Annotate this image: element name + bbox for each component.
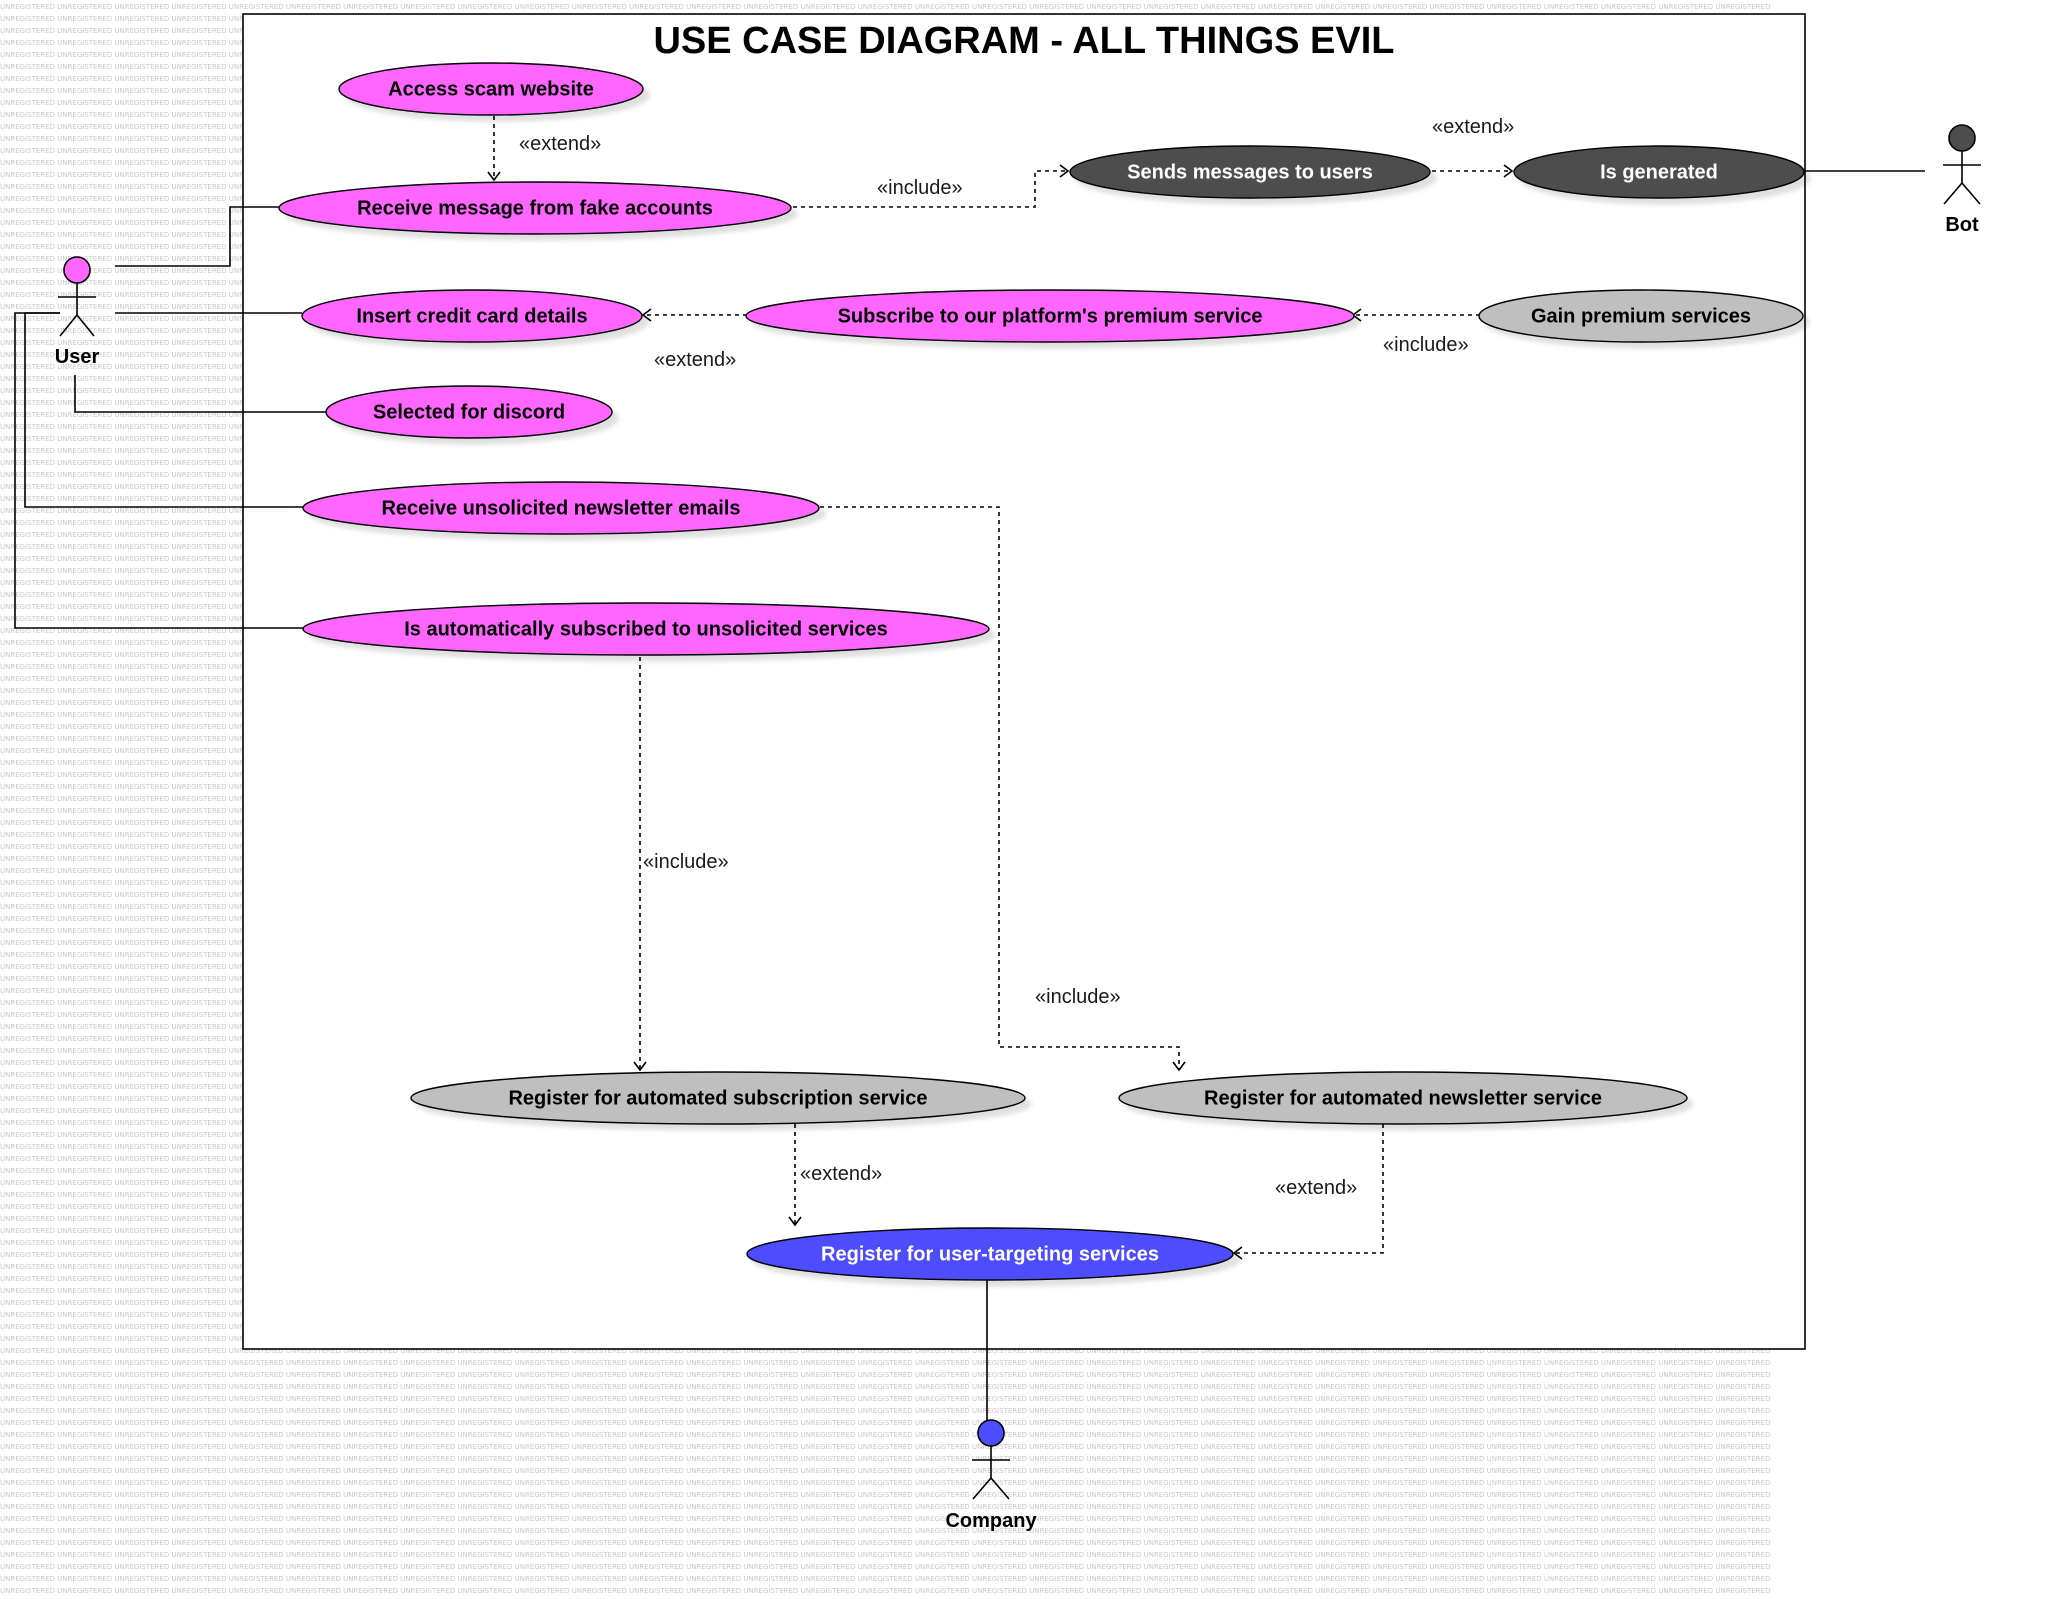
include-label: «include» (1035, 986, 1121, 1008)
actor-label-company: Company (945, 1510, 1037, 1532)
svg-text:UNREGISTERED UNREGISTERED UN: UNREGISTERED UNREGISTERED UNREGISTERED U… (0, 1383, 1770, 1391)
svg-text:UNREGISTERED UNREGISTERED UN: UNREGISTERED UNREGISTERED UNREGISTERED U… (0, 1431, 1770, 1439)
svg-text:Register for automated newslet: Register for automated newsletter servic… (1204, 1087, 1602, 1109)
diagram-title: USE CASE DIAGRAM - ALL THINGS EVIL (653, 20, 1394, 62)
associations (14, 170, 1925, 1420)
svg-text:UNREGISTERED UNREGISTERED UN: UNREGISTERED UNREGISTERED UNREGISTERED U… (0, 1515, 1770, 1523)
svg-text:Insert credit card details: Insert credit card details (356, 305, 587, 327)
bot-head-icon (1948, 124, 1976, 152)
use-case-is-generated[interactable]: Is generated (1513, 145, 1805, 199)
svg-text:UNREGISTERED UNREGISTERED UN: UNREGISTERED UNREGISTERED UNREGISTERED U… (0, 1395, 1770, 1403)
use-case-register-automated-newsletter[interactable]: Register for automated newsletter servic… (1118, 1071, 1688, 1125)
svg-text:UNREGISTERED UNREGISTERED UN: UNREGISTERED UNREGISTERED UNREGISTERED U… (0, 1443, 1770, 1451)
svg-text:UNREGISTERED UNREGISTERED UN: UNREGISTERED UNREGISTERED UNREGISTERED U… (0, 1539, 1770, 1547)
system-boundary (242, 13, 1806, 1350)
actor-label-bot: Bot (1945, 214, 1979, 236)
svg-text:UNREGISTERED UNREGISTERED UN: UNREGISTERED UNREGISTERED UNREGISTERED U… (0, 1563, 1770, 1571)
actor-user[interactable]: User (55, 256, 100, 368)
extend-label: «extend» (1432, 116, 1514, 138)
svg-text:UNREGISTERED UNREGISTERED UN: UNREGISTERED UNREGISTERED UNREGISTERED U… (0, 1527, 1770, 1535)
user-head-icon (63, 256, 91, 284)
use-case-auto-subscribed-unsolicited[interactable]: Is automatically subscribed to unsolicit… (302, 602, 990, 656)
svg-text:Is generated: Is generated (1600, 161, 1718, 183)
actor-bot[interactable]: Bot (1943, 124, 1981, 236)
dependencies (487, 116, 1514, 1260)
svg-text:Is automatically subscribed to: Is automatically subscribed to unsolicit… (404, 618, 888, 640)
svg-text:UNREGISTERED UNREGISTERED UN: UNREGISTERED UNREGISTERED UNREGISTERED U… (0, 1347, 1770, 1355)
actor-company[interactable]: Company (945, 1419, 1037, 1532)
svg-text:UNREGISTERED UNREGISTERED UN: UNREGISTERED UNREGISTERED UNREGISTERED U… (0, 1455, 1770, 1463)
svg-text:UNREGISTERED UNREGISTERED UN: UNREGISTERED UNREGISTERED UNREGISTERED U… (0, 1551, 1770, 1559)
svg-text:UNREGISTERED UNREGISTERED UN: UNREGISTERED UNREGISTERED UNREGISTERED U… (0, 3, 1770, 11)
svg-text:Access scam website: Access scam website (388, 78, 594, 100)
svg-text:UNREGISTERED UNREGISTERED UN: UNREGISTERED UNREGISTERED UNREGISTERED U… (0, 1407, 1770, 1415)
actor-label-user: User (55, 346, 100, 368)
svg-text:UNREGISTERED UNREGISTERED UN: UNREGISTERED UNREGISTERED UNREGISTERED U… (0, 1467, 1770, 1475)
use-case-register-user-targeting[interactable]: Register for user-targeting services (746, 1227, 1234, 1281)
extend-label: «extend» (654, 349, 736, 371)
company-head-icon (977, 1419, 1005, 1447)
svg-text:Register for user-targeting se: Register for user-targeting services (821, 1243, 1159, 1265)
use-case-gain-premium-services[interactable]: Gain premium services (1478, 289, 1804, 343)
extend-label: «extend» (800, 1163, 882, 1185)
use-case-receive-unsolicited-newsletter[interactable]: Receive unsolicited newsletter emails (302, 481, 820, 535)
svg-text:UNREGISTERED UNREGISTERED UN: UNREGISTERED UNREGISTERED UNREGISTERED U… (0, 1359, 1770, 1367)
svg-text:UNREGISTERED UNREGISTERED UN: UNREGISTERED UNREGISTERED UNREGISTERED U… (0, 1419, 1770, 1427)
use-case-selected-for-discord[interactable]: Selected for discord (325, 385, 613, 439)
svg-text:Sends messages to users: Sends messages to users (1127, 161, 1373, 183)
svg-text:UNREGISTERED UNREGISTERED UN: UNREGISTERED UNREGISTERED UNREGISTERED U… (0, 1491, 1770, 1499)
include-label: «include» (643, 851, 729, 873)
use-case-sends-messages-to-users[interactable]: Sends messages to users (1069, 145, 1431, 199)
svg-text:Subscribe to our platform's pr: Subscribe to our platform's premium serv… (838, 305, 1263, 327)
extend-label: «extend» (519, 133, 601, 155)
svg-text:Receive message from fake acco: Receive message from fake accounts (357, 197, 713, 219)
svg-text:UNREGISTERED UNREGISTERED UN: UNREGISTERED UNREGISTERED UNREGISTERED U… (0, 1575, 1770, 1583)
use-case-insert-credit-card-details[interactable]: Insert credit card details (301, 289, 643, 343)
use-case-access-scam-website[interactable]: Access scam website (338, 62, 644, 116)
use-case-receive-message-fake-accounts[interactable]: Receive message from fake accounts (278, 181, 792, 235)
svg-text:UNREGISTERED UNREGISTERED UN: UNREGISTERED UNREGISTERED UNREGISTERED U… (0, 1587, 1770, 1595)
svg-text:Register for automated subscri: Register for automated subscription serv… (508, 1087, 927, 1109)
svg-text:Gain premium services: Gain premium services (1531, 305, 1751, 327)
include-label: «include» (1383, 334, 1469, 356)
use-case-register-automated-subscription[interactable]: Register for automated subscription serv… (410, 1071, 1026, 1125)
svg-text:UNREGISTERED UNREGISTERED UN: UNREGISTERED UNREGISTERED UNREGISTERED U… (0, 1503, 1770, 1511)
svg-text:Receive unsolicited newsletter: Receive unsolicited newsletter emails (381, 497, 740, 519)
extend-label: «extend» (1275, 1177, 1357, 1199)
include-label: «include» (877, 177, 963, 199)
svg-text:UNREGISTERED UNREGISTERED UN: UNREGISTERED UNREGISTERED UNREGISTERED U… (0, 1479, 1770, 1487)
svg-text:UNREGISTERED UNREGISTERED UN: UNREGISTERED UNREGISTERED UNREGISTERED U… (0, 1371, 1770, 1379)
use-case-subscribe-premium-service[interactable]: Subscribe to our platform's premium serv… (745, 289, 1355, 343)
svg-text:Selected for discord: Selected for discord (373, 401, 565, 423)
